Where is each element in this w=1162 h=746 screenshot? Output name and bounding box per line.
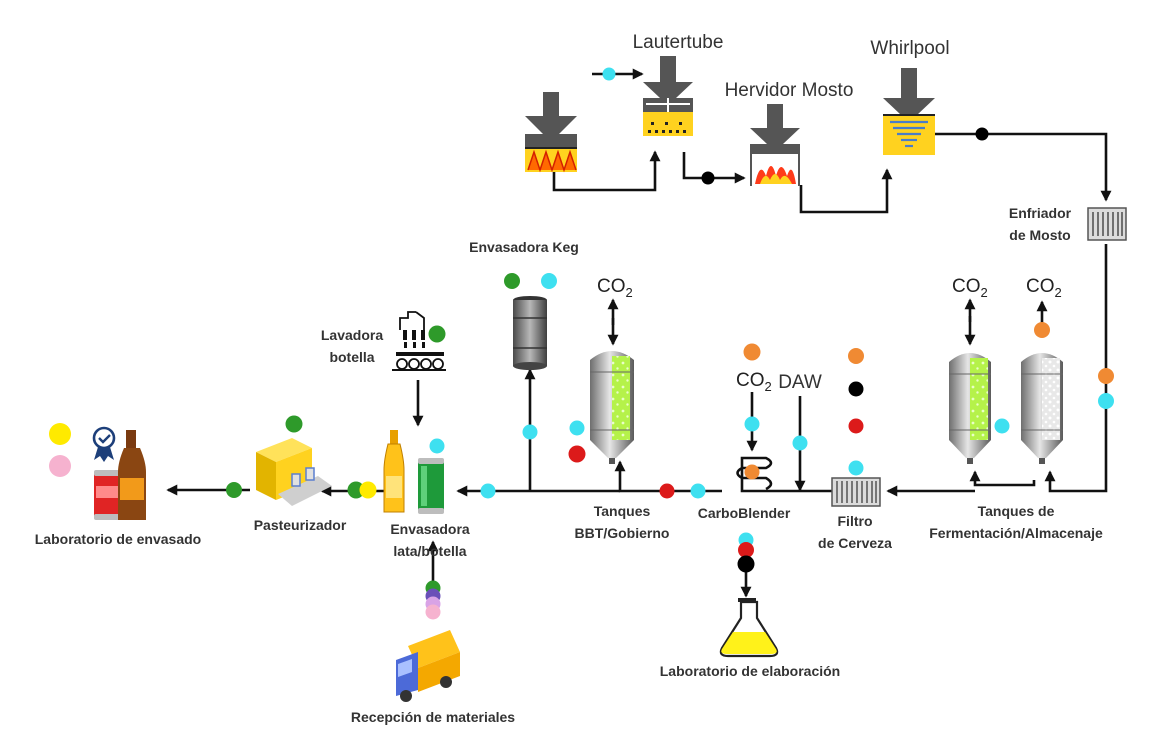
pipe-mash-to-lauter [552, 150, 661, 192]
sample-dot [690, 483, 706, 499]
wort-cooler-icon [1087, 207, 1127, 241]
sample-dot [425, 604, 441, 620]
sample-dot [994, 418, 1010, 434]
sample-dot [848, 348, 864, 364]
sample-dot [659, 483, 675, 499]
sample-dot [428, 325, 446, 343]
bottle-can-filler-icon [383, 430, 444, 514]
label-whirlpool: Whirlpool [870, 38, 949, 59]
sample-dot [569, 420, 585, 436]
beer-filter-icon [831, 477, 881, 507]
bbt-tank-icon [590, 351, 634, 464]
label-co2-ferm2: CO2 [1026, 276, 1062, 300]
label-keg: Envasadora Keg [469, 239, 579, 255]
whirlpool-icon [883, 68, 935, 155]
label-pasteurizador: Pasteurizador [254, 517, 347, 533]
sample-dot [480, 483, 496, 499]
sample-dot [848, 381, 864, 397]
sample-points [49, 67, 1114, 620]
sample-dot [49, 455, 71, 477]
sample-dot [848, 418, 864, 434]
sample-dot [738, 542, 754, 558]
pasteurizer-icon [256, 438, 332, 506]
sample-dot [744, 416, 760, 432]
sample-dot [1034, 322, 1050, 338]
sample-dot [744, 464, 760, 480]
sample-dot [743, 343, 761, 361]
mash-tun-icon [525, 92, 577, 173]
flow-lines [166, 68, 1112, 610]
pipe-lauter-to-boil [682, 152, 746, 184]
label-filtro-2: de Cerveza [818, 535, 892, 551]
sample-dot [504, 273, 520, 289]
label-lavadora-1: Lavadora [321, 327, 383, 343]
sample-dot [429, 438, 445, 454]
sample-dot [602, 67, 616, 81]
label-lavadora-2: botella [329, 349, 374, 365]
packaging-lab-icon [92, 426, 146, 520]
label-lab-envasado: Laboratorio de envasado [35, 531, 201, 547]
sample-dot [522, 424, 538, 440]
keg-icon [513, 296, 547, 370]
label-enfriador-2: de Mosto [1009, 227, 1070, 243]
labels: Lautertube Hervidor Mosto Whirlpool Enfr… [35, 32, 1103, 725]
brewing-lab-flask-icon [719, 598, 779, 658]
sample-dot [848, 460, 864, 476]
wort-boiler-icon [750, 104, 800, 186]
label-lautertube: Lautertube [633, 32, 724, 53]
label-co2-bbt: CO2 [597, 276, 633, 300]
label-envasadora-2: lata/botella [393, 543, 466, 559]
label-daw: DAW [778, 372, 822, 393]
sample-dot [568, 445, 586, 463]
label-hervidor: Hervidor Mosto [725, 80, 854, 101]
sample-dot [701, 171, 715, 185]
sample-dot [1098, 368, 1114, 384]
label-carboblender: CarboBlender [698, 505, 791, 521]
label-lab-elaboracion: Laboratorio de elaboración [660, 663, 840, 679]
sample-dot [226, 482, 242, 498]
label-envasadora-1: Envasadora [390, 521, 470, 537]
pipe-cooler-to-fermenter [1044, 244, 1108, 493]
sample-dot [285, 415, 303, 433]
sample-dot [541, 273, 557, 289]
sample-dot [737, 555, 755, 573]
label-co2-ferm1: CO2 [952, 276, 988, 300]
label-enfriador-1: Enfriador [1009, 205, 1072, 221]
label-ferm-1: Tanques de [978, 503, 1055, 519]
delivery-truck-icon [396, 630, 460, 702]
carboblender-coil [736, 456, 776, 493]
sample-dot [1098, 393, 1114, 409]
label-co2-carbo: CO2 [736, 370, 772, 394]
sample-dot [347, 481, 365, 499]
bottle-washer-icon [392, 311, 446, 371]
label-filtro-1: Filtro [838, 513, 873, 529]
label-recepcion: Recepción de materiales [351, 709, 515, 725]
label-bbt-2: BBT/Gobierno [575, 525, 670, 541]
label-ferm-2: Fermentación/Almacenaje [929, 525, 1103, 541]
sample-dot [975, 127, 989, 141]
lautertube-icon [643, 56, 693, 136]
sample-dot [359, 481, 377, 499]
fermentation-tank-1-icon [949, 353, 991, 464]
fermentation-tank-2-icon [1021, 353, 1063, 464]
sample-dot [49, 423, 71, 445]
label-bbt-1: Tanques [594, 503, 651, 519]
pipe-whirlpool-to-cooler [934, 132, 1112, 202]
pipe-boil-to-whirlpool [799, 168, 893, 214]
pipe-fermenter-link [969, 470, 1036, 487]
sample-dot [792, 435, 808, 451]
